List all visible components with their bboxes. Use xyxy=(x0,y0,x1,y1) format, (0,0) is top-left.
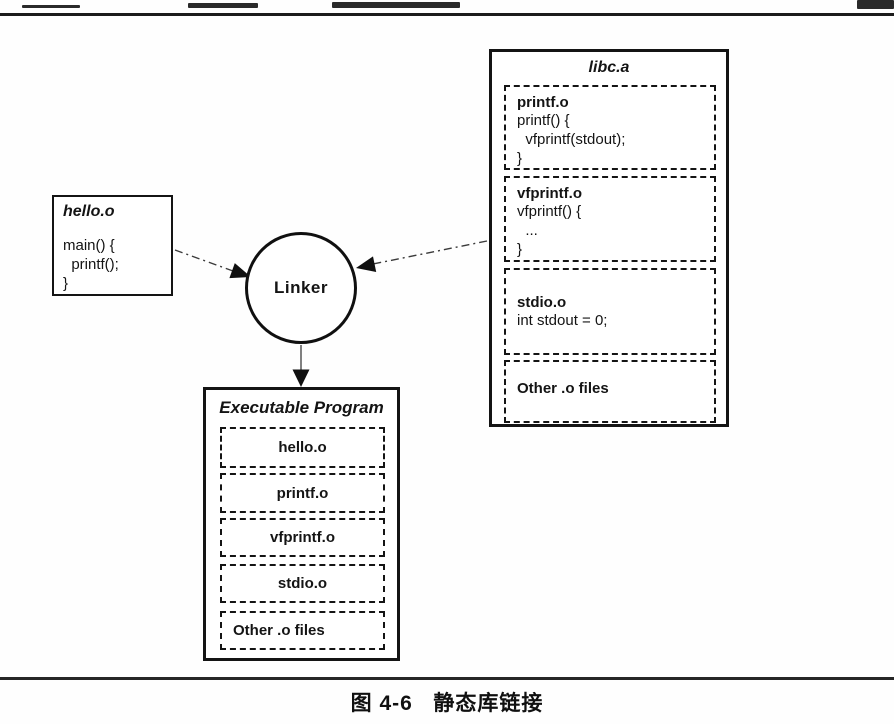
exec-section-printf: printf.o xyxy=(220,473,385,513)
code-line: ... xyxy=(517,222,538,239)
libc-archive-box: libc.a printf.o printf() { vfprintf(stdo… xyxy=(489,49,729,427)
exec-section-stdio: stdio.o xyxy=(220,564,385,603)
linker-node: Linker xyxy=(245,232,357,344)
exec-section-hello: hello.o xyxy=(220,427,385,468)
hello-object-box: hello.o main() { printf(); } xyxy=(52,195,173,296)
code-line: vfprintf(stdout); xyxy=(517,131,626,148)
code-line: vfprintf() { xyxy=(517,203,582,220)
code-line: } xyxy=(63,275,69,292)
header-text-fragment xyxy=(332,2,460,8)
libc-title: libc.a xyxy=(588,59,630,76)
code-line: main() { xyxy=(63,237,115,254)
figure-caption: 图 4-6 静态库链接 xyxy=(350,692,544,715)
arrow-hello-to-linker xyxy=(174,249,251,279)
header-text-fragment xyxy=(22,5,80,8)
exec-section-other: Other .o files xyxy=(220,611,385,650)
libc-module-other: Other .o files xyxy=(504,360,716,423)
page-number-fragment xyxy=(857,0,894,9)
linker-label: Linker xyxy=(273,278,329,297)
code-line: printf(); xyxy=(63,256,119,273)
code-line: int stdout = 0; xyxy=(517,312,608,329)
executable-program-box: Executable Program hello.o printf.o vfpr… xyxy=(203,387,400,661)
footer-rule xyxy=(0,677,894,680)
arrow-linker-to-exec xyxy=(292,345,310,387)
module-title: Other .o files xyxy=(517,380,609,397)
libc-module-printf: printf.o printf() { vfprintf(stdout); } xyxy=(504,85,716,170)
libc-module-stdio: stdio.o int stdout = 0; xyxy=(504,268,716,355)
code-line: printf() { xyxy=(517,112,570,129)
arrow-libc-to-linker xyxy=(356,240,488,272)
hello-code-block: main() { printf(); } xyxy=(63,236,162,293)
module-title: vfprintf.o xyxy=(517,185,582,202)
module-title: stdio.o xyxy=(517,294,567,311)
header-rule xyxy=(0,13,894,16)
libc-module-vfprintf: vfprintf.o vfprintf() { ... } xyxy=(504,176,716,262)
executable-title: Executable Program xyxy=(219,398,384,417)
code-line: } xyxy=(517,150,523,167)
module-title: printf.o xyxy=(517,94,569,111)
header-text-fragment xyxy=(188,3,258,8)
hello-box-title: hello.o xyxy=(63,203,115,220)
exec-section-vfprintf: vfprintf.o xyxy=(220,518,385,557)
code-line: } xyxy=(517,241,523,258)
